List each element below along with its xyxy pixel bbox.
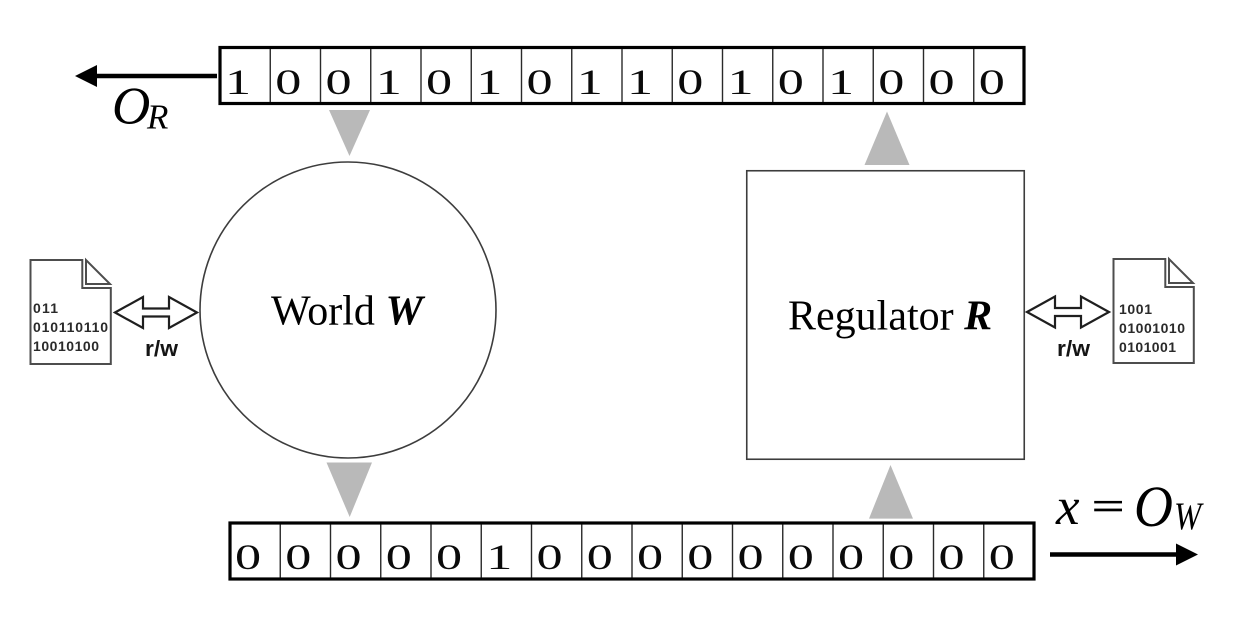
svg-text:1: 1	[376, 62, 402, 102]
svg-text:01001010: 01001010	[1119, 320, 1185, 336]
svg-text:r/w: r/w	[1057, 336, 1091, 361]
svg-text:0: 0	[235, 537, 261, 577]
svg-text:10010100: 10010100	[33, 338, 99, 354]
svg-text:0: 0	[386, 537, 412, 577]
svg-text:0: 0	[738, 537, 764, 577]
svg-text:0: 0	[677, 62, 703, 102]
svg-text:0: 0	[326, 62, 352, 102]
svg-text:0: 0	[788, 537, 814, 577]
svg-text:1: 1	[728, 62, 754, 102]
svg-text:011: 011	[33, 300, 58, 316]
svg-text:x: x	[1055, 478, 1080, 536]
svg-text:0: 0	[637, 537, 663, 577]
svg-text:1: 1	[828, 62, 854, 102]
svg-text:1: 1	[577, 62, 603, 102]
svg-text:W: W	[1174, 494, 1204, 537]
svg-text:1: 1	[486, 537, 512, 577]
svg-text:0: 0	[888, 537, 914, 577]
svg-text:1: 1	[476, 62, 502, 102]
svg-text:010110110: 010110110	[33, 319, 108, 335]
svg-text:0: 0	[426, 62, 452, 102]
svg-text:0101001: 0101001	[1119, 339, 1176, 355]
svg-text:1001: 1001	[1119, 301, 1152, 317]
svg-text:Regulator R: Regulator R	[788, 294, 992, 340]
svg-text:0: 0	[979, 62, 1005, 102]
svg-text:1: 1	[627, 62, 653, 102]
svg-text:0: 0	[285, 537, 311, 577]
svg-text:O: O	[1134, 475, 1173, 539]
svg-text:0: 0	[989, 537, 1015, 577]
svg-text:0: 0	[778, 62, 804, 102]
svg-text:0: 0	[878, 62, 904, 102]
svg-text:0: 0	[838, 537, 864, 577]
svg-text:R: R	[146, 98, 168, 137]
svg-text:0: 0	[537, 537, 563, 577]
svg-text:World W: World W	[271, 288, 425, 334]
svg-text:0: 0	[939, 537, 965, 577]
svg-text:1: 1	[225, 62, 251, 102]
svg-text:0: 0	[527, 62, 553, 102]
svg-text:0: 0	[336, 537, 362, 577]
svg-text:0: 0	[587, 537, 613, 577]
svg-text:O: O	[112, 78, 150, 136]
svg-text:r/w: r/w	[145, 336, 179, 361]
svg-text:0: 0	[436, 537, 462, 577]
svg-text:0: 0	[687, 537, 713, 577]
svg-text:0: 0	[275, 62, 301, 102]
svg-text:0: 0	[929, 62, 955, 102]
